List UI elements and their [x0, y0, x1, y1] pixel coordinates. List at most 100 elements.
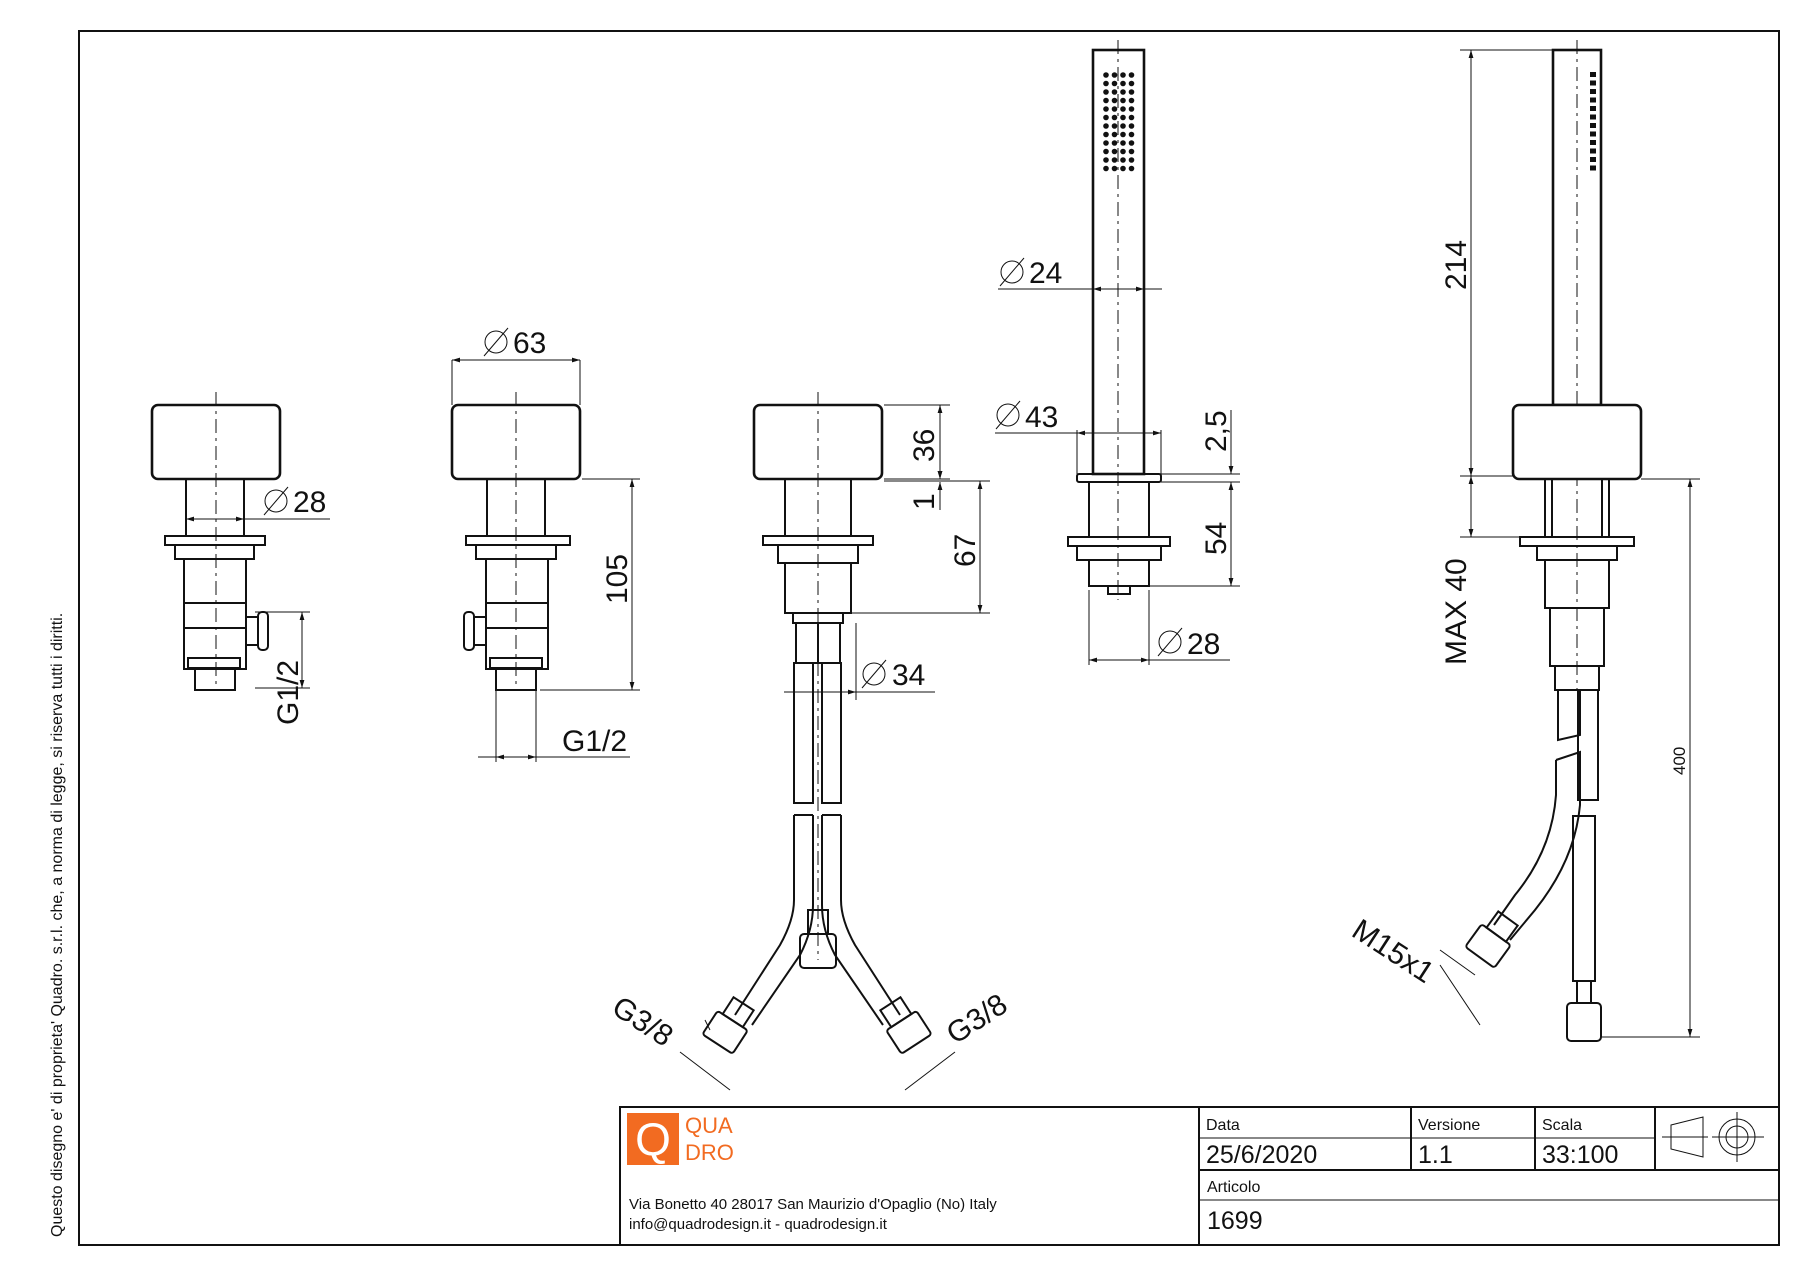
nozzle-dot	[1111, 72, 1118, 78]
svg-text:1: 1	[908, 493, 941, 510]
nozzle-dot	[1120, 80, 1126, 87]
valve-mid-left	[450, 392, 582, 691]
logo-line-2: DRO	[685, 1140, 734, 1165]
nozzle-dot	[1120, 148, 1126, 155]
title-block	[619, 1106, 1780, 1246]
nozzle-dot	[1120, 89, 1126, 95]
svg-text:M15x1: M15x1	[1346, 913, 1439, 990]
nozzle-dot	[1111, 123, 1118, 129]
svg-text:36: 36	[908, 429, 941, 462]
svg-text:105: 105	[601, 554, 634, 604]
nozzle-dot	[1120, 123, 1126, 129]
nozzle-dot	[1111, 80, 1118, 87]
nozzle-dot	[1590, 89, 1596, 94]
svg-text:400: 400	[1670, 747, 1689, 775]
versione-value: 1.1	[1418, 1141, 1453, 1169]
nozzle-dot	[1128, 89, 1135, 95]
svg-text:54: 54	[1200, 522, 1233, 555]
nozzle-dot	[1103, 72, 1109, 78]
valve-left	[150, 392, 282, 691]
svg-text:G1/2: G1/2	[562, 725, 627, 758]
nozzle-dot	[1111, 140, 1118, 146]
svg-text:24: 24	[1029, 257, 1062, 290]
nozzle-dot	[1103, 165, 1109, 172]
nozzle-dot	[1111, 165, 1118, 172]
nozzle-dot	[1111, 97, 1118, 104]
logo-letter: Q	[635, 1113, 671, 1165]
nozzle-dot	[1590, 140, 1596, 145]
svg-text:63: 63	[513, 327, 546, 360]
svg-text:28: 28	[293, 486, 326, 519]
hand-shower-front	[1067, 40, 1171, 600]
logo-line-1: QUA	[685, 1113, 733, 1138]
dimension-thread-m15x1: M15x1	[1346, 913, 1481, 1026]
svg-text:G1/2: G1/2	[272, 660, 305, 725]
svg-text:MAX 40: MAX 40	[1440, 558, 1473, 665]
nozzle-dot	[1128, 148, 1135, 155]
nozzle-dot	[1128, 140, 1135, 146]
nozzle-dot	[1120, 106, 1126, 112]
dimension-diameter-43: 43	[995, 400, 1162, 474]
dimension-diameter-28-right: 28	[1088, 590, 1230, 665]
nozzle-dot	[1103, 157, 1109, 163]
spray-nozzle-grid	[1103, 72, 1135, 172]
dimension-height-105: 105	[540, 478, 640, 691]
dimension-height-67: 67	[851, 480, 990, 614]
nozzle-dot	[1103, 148, 1109, 155]
nozzle-dot	[1111, 148, 1118, 155]
svg-text:34: 34	[892, 659, 925, 692]
dimension-height-54: 54	[1149, 482, 1240, 587]
nozzle-dot	[1128, 106, 1135, 112]
svg-text:214: 214	[1440, 240, 1473, 290]
nozzle-dot	[1128, 97, 1135, 104]
nozzle-dot	[1103, 114, 1109, 121]
dimension-height-214: 214	[1440, 49, 1553, 477]
dimension-thread-g12-left: G1/2	[255, 611, 310, 725]
nozzle-dot	[1128, 80, 1135, 87]
nozzle-dot	[1103, 89, 1109, 95]
company-address: Via Bonetto 40 28017 San Maurizio d'Opag…	[629, 1196, 997, 1213]
projection-symbol-icon	[1662, 1112, 1764, 1162]
nozzle-dot	[1590, 97, 1596, 103]
nozzle-dot	[1120, 165, 1126, 172]
dimension-thread-g38-right: G3/8	[904, 988, 1014, 1091]
spray-nozzle-column	[1590, 72, 1596, 171]
nozzle-dot	[1103, 131, 1109, 138]
dimension-height-36: 36	[884, 404, 950, 480]
nozzle-dot	[1590, 106, 1596, 111]
nozzle-dot	[1590, 148, 1596, 154]
nozzle-dot	[1103, 80, 1109, 87]
nozzle-dot	[1120, 97, 1126, 104]
scala-label: Scala	[1542, 1117, 1582, 1134]
svg-text:28: 28	[1187, 628, 1220, 661]
dimension-height-2-5: 2,5	[1161, 410, 1240, 490]
nozzle-dot	[1128, 157, 1135, 163]
dimension-diameter-28-left: 28	[186, 486, 330, 522]
drawing-border	[78, 30, 1780, 1246]
nozzle-dot	[1120, 131, 1126, 138]
scala-value: 33:100	[1542, 1141, 1618, 1169]
copyright-note: Questo disegno e' di proprieta' Quadro. …	[49, 613, 66, 1237]
nozzle-dot	[1120, 72, 1126, 78]
nozzle-dot	[1111, 89, 1118, 95]
dimension-thread-g12-mid: G1/2	[478, 690, 630, 762]
dimension-length-400: 400	[1601, 478, 1700, 1038]
nozzle-dot	[1590, 165, 1596, 171]
svg-text:43: 43	[1025, 401, 1058, 434]
nozzle-dot	[1590, 80, 1596, 86]
nozzle-dot	[1111, 106, 1118, 112]
nozzle-dot	[1590, 72, 1596, 77]
nozzle-dot	[1120, 157, 1126, 163]
svg-text:67: 67	[949, 534, 982, 567]
svg-text:G3/8: G3/8	[941, 988, 1014, 1051]
nozzle-dot	[1103, 106, 1109, 112]
nozzle-dot	[1590, 123, 1596, 128]
dimension-diameter-24: 24	[998, 257, 1162, 292]
nozzle-dot	[1128, 114, 1135, 121]
articolo-label: Articolo	[1207, 1179, 1260, 1196]
svg-text:2,5: 2,5	[1200, 410, 1233, 452]
nozzle-dot	[1111, 157, 1118, 163]
company-contacts: info@quadrodesign.it - quadrodesign.it	[629, 1216, 888, 1233]
nozzle-dot	[1103, 97, 1109, 104]
